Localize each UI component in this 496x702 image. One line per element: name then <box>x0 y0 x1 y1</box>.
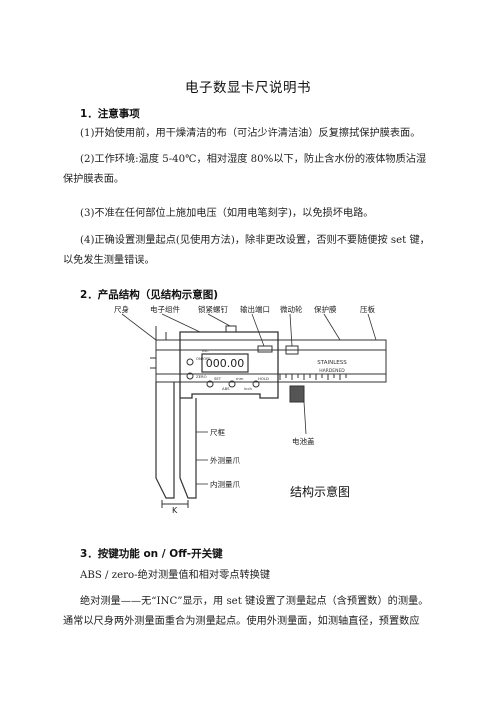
slider-housing <box>179 331 279 399</box>
button-hold <box>252 380 260 388</box>
label-protective-film: 保护膜 <box>314 304 337 314</box>
depth-marks <box>150 357 156 369</box>
paragraph-note-1: (1)开始使用前，用干燥清洁的布（可沾少许清洁油）反复擦拭保护膜表面。 <box>80 128 421 139</box>
button-label-mm: mm <box>236 376 244 381</box>
body-marking: STAINLESS <box>317 360 347 366</box>
body-marking-sub: HARDENED <box>319 368 345 374</box>
button-label-on-off: ON/OFF <box>196 356 210 361</box>
button-label-inch: inch <box>244 386 253 391</box>
section-heading-notes: 1．注意事项 <box>80 108 140 120</box>
paragraph-note-2: (2)工作环境:温度 5-40℃，相对湿度 80%以下，防止含水份的液体物质沾湿… <box>63 154 427 185</box>
diagram-caption: 结构示意图 <box>290 484 350 499</box>
label-thumb-wheel: 微动轮 <box>280 304 303 314</box>
button-label-inc: INC <box>202 348 209 353</box>
label-k-dimension: K <box>172 506 178 514</box>
battery-cover-shape <box>289 385 305 403</box>
scale-ticks <box>279 374 347 380</box>
button-zero <box>186 372 194 380</box>
paragraph-note-3: (3)不准在任何部位上施加电压（如用电笔刻字)，以免损坏电路。 <box>80 208 374 219</box>
output-port-shape <box>257 345 273 353</box>
button-label-set: SET <box>214 376 222 381</box>
lcd-reading: 000.00 <box>206 357 245 370</box>
lcd-screen <box>201 353 249 373</box>
label-ruler-frame: 尺框 <box>210 427 225 437</box>
button-on-off <box>186 358 194 366</box>
label-outer-jaw: 外测量爪 <box>210 455 240 465</box>
label-ruler-body: 尺身 <box>114 304 129 314</box>
section-heading-structure: 2．产品结构（见结构示意图) <box>80 289 219 301</box>
paragraph-note-4: (4)正确设置测量起点(见使用方法)，除非更改设置，否则不要随便按 set 键，… <box>63 235 430 266</box>
label-lock-screw: 锁紧螺钉 <box>198 304 228 314</box>
label-battery-cover: 电池盖 <box>292 436 315 446</box>
label-electronic-assembly: 电子组件 <box>150 304 180 314</box>
button-mode <box>228 380 236 388</box>
paragraph-abs-zero: ABS / zero-绝对测量值和相对零点转换键 <box>80 570 271 581</box>
button-label-abs: ABS <box>222 386 230 391</box>
inner-jaw-top <box>155 326 167 340</box>
paragraph-absolute-measurement: 绝对测量——无“INC”显示，用 set 键设置了测量起点（含预置数）的测量。通… <box>63 596 429 627</box>
ruler-body-shape <box>155 339 387 383</box>
label-output-port: 输出端口 <box>240 304 270 314</box>
caliper-structure-diagram: 000.00 STAINLESS HARDENED ON/OFF ZERO SE… <box>114 304 387 514</box>
button-set <box>206 380 214 388</box>
lock-screw-shape <box>225 325 237 333</box>
section-heading-keys: 3．按键功能 on / Off-开关键 <box>80 548 223 560</box>
moving-outer-jaw <box>179 398 197 499</box>
label-inner-jaw: 内测量爪 <box>210 479 240 489</box>
fixed-outer-jaw <box>155 382 175 499</box>
document-title: 电子数显卡尺说明书 <box>185 80 311 96</box>
button-label-hold: HOLD <box>258 376 269 381</box>
button-label-zero: ZERO <box>196 374 207 379</box>
label-scale-plate: 压板 <box>360 304 375 314</box>
